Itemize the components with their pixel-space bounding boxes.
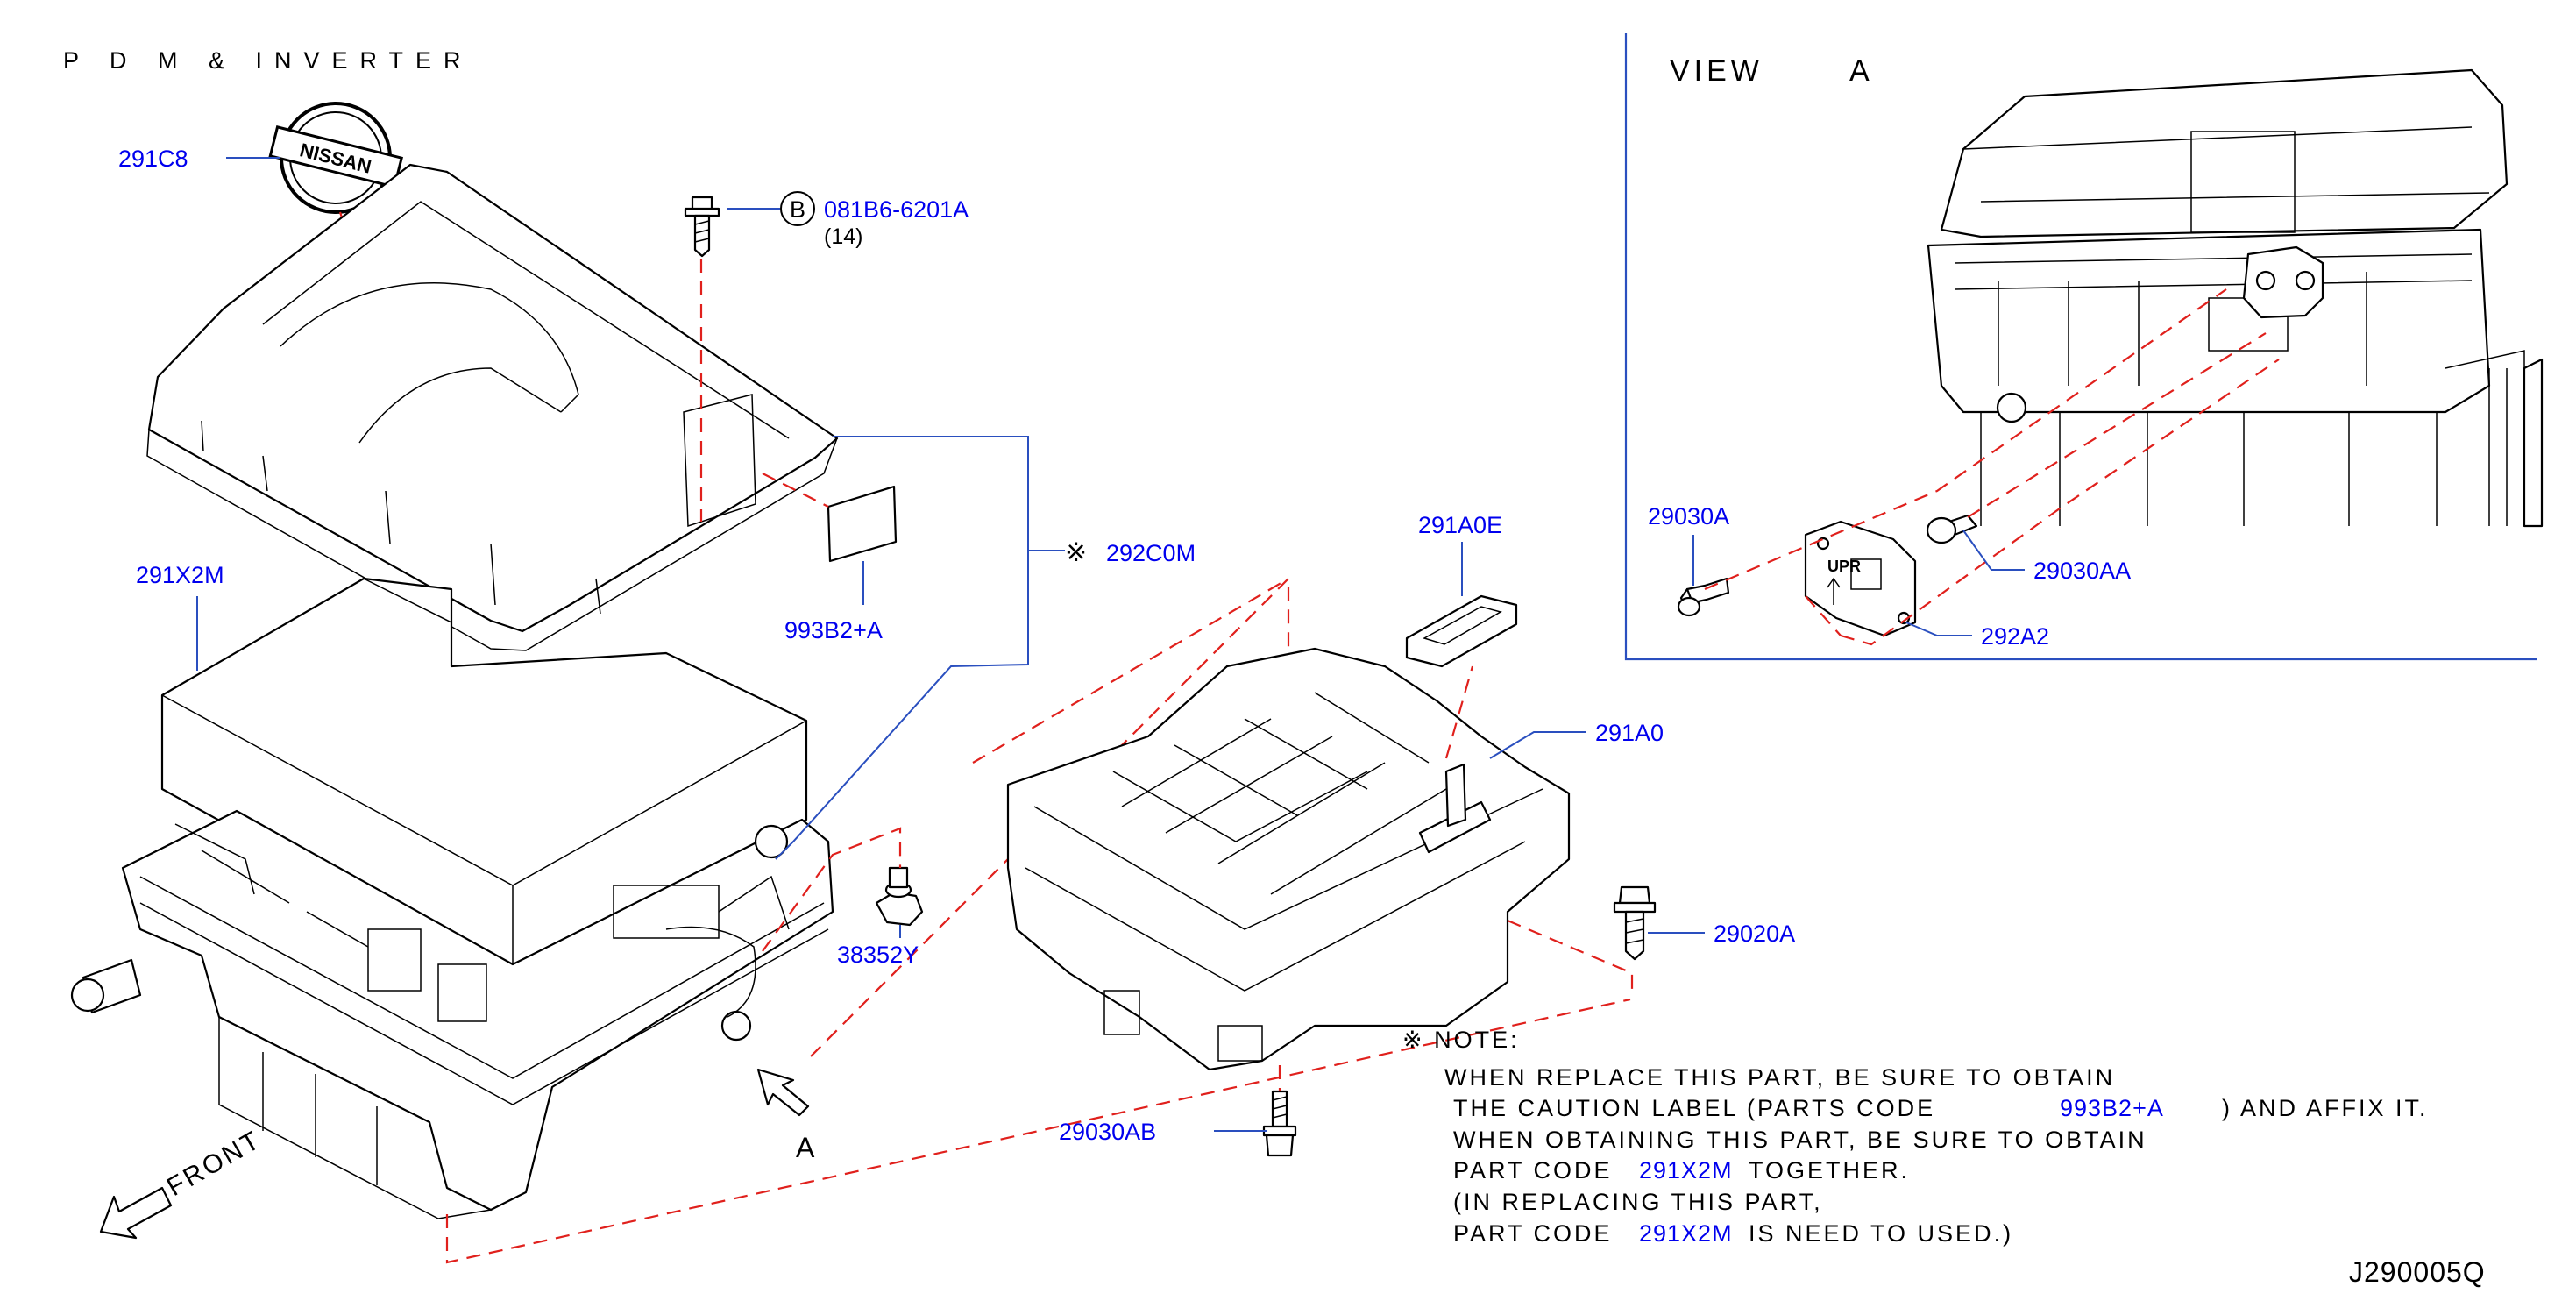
note-line-5: (IN REPLACING THIS PART, — [1453, 1189, 1823, 1215]
note-line-3: WHEN OBTAINING THIS PART, BE SURE TO OBT… — [1453, 1127, 2147, 1153]
note-mark-292C0M: ※ — [1065, 538, 1087, 567]
inverter-top-cover — [146, 163, 839, 651]
lower-case-guide-bottom — [445, 998, 1631, 1264]
note-line-4b: TOGETHER. — [1749, 1157, 1910, 1184]
view-a-guide-2 — [1840, 359, 2280, 646]
note-line-2a: THE CAUTION LABEL (PARTS CODE — [1453, 1095, 1935, 1121]
seal-guide-line — [1444, 665, 1474, 759]
cap-292A2: UPR — [1804, 520, 1917, 637]
view-a-letter: A — [1849, 54, 1870, 88]
part-code-38352Y[interactable]: 38352Y — [837, 942, 919, 968]
part-code-292C0M[interactable]: 292C0M — [1106, 540, 1196, 566]
part-code-29030AB[interactable]: 29030AB — [1059, 1119, 1156, 1145]
view-a-guide-4 — [1805, 595, 1842, 636]
note-code-291X2M-1[interactable]: 291X2M — [1639, 1157, 1733, 1184]
nut-guide-line — [762, 827, 902, 952]
bolt-quantity: (14) — [824, 224, 862, 249]
bolt-symbol-circle — [780, 191, 815, 226]
bolt-29020A — [1613, 885, 1657, 961]
bolt-29030AB — [1262, 1090, 1297, 1157]
view-a-guide-3 — [1967, 332, 2267, 518]
lower-case-291A0 — [1006, 647, 1571, 1071]
note-heading: ※ NOTE: — [1402, 1027, 1520, 1053]
bolt-29020A-guide — [1507, 919, 1634, 995]
nissan-emblem: NISSAN — [268, 102, 404, 214]
part-code-291A0E[interactable]: 291A0E — [1418, 512, 1502, 538]
bolt-081B6 — [684, 196, 720, 258]
front-arrow: FRONT — [99, 1125, 266, 1240]
note-line-6a: PART CODE — [1453, 1220, 1613, 1247]
note-code-993B2A[interactable]: 993B2+A — [2060, 1095, 2164, 1121]
part-code-291C8[interactable]: 291C8 — [118, 146, 188, 172]
bolt-29030AA — [1926, 514, 1978, 544]
part-code-081B6-6201A[interactable]: 081B6-6201A — [824, 196, 969, 223]
note-line-4a: PART CODE — [1453, 1157, 1613, 1184]
note-block: ※ NOTE: WHEN REPLACE THIS PART, BE SURE … — [1402, 1027, 2429, 1247]
note-line-6b: IS NEED TO USED.) — [1749, 1220, 2013, 1247]
inverter-assembly — [70, 809, 834, 1219]
label-guide-line — [762, 473, 829, 508]
part-code-29020A[interactable]: 29020A — [1714, 921, 1795, 947]
leader-292A2 — [1905, 622, 1972, 636]
seal-291A0E — [1405, 594, 1518, 668]
caution-label — [827, 485, 898, 563]
bolt-symbol: B — [790, 196, 805, 223]
leader-29030AA — [1962, 530, 2025, 571]
front-label: FRONT — [162, 1125, 266, 1202]
bolt-29030A — [1677, 577, 1730, 617]
lower-case-guide-left — [972, 578, 1289, 764]
part-code-993B2A[interactable]: 993B2+A — [784, 617, 883, 643]
note-code-291X2M-2[interactable]: 291X2M — [1639, 1220, 1733, 1247]
view-a-assembly — [1927, 68, 2544, 528]
leader-291A0 — [1489, 731, 1586, 759]
part-code-29030A[interactable]: 29030A — [1648, 503, 1729, 530]
view-a-label: VIEW — [1670, 54, 1763, 88]
arrow-a-label: A — [796, 1132, 815, 1163]
svg-text:UPR: UPR — [1827, 558, 1861, 575]
diagram-title: P D M & INVERTER — [63, 47, 473, 74]
view-a-frame: VIEW A — [1624, 33, 2537, 661]
part-code-291X2M[interactable]: 291X2M — [136, 562, 224, 588]
part-code-292A2[interactable]: 292A2 — [1981, 623, 2049, 650]
note-line-1: WHEN REPLACE THIS PART, BE SURE TO OBTAI… — [1444, 1064, 2115, 1091]
leader-292C0M — [775, 436, 1029, 860]
part-code-29030AA[interactable]: 29030AA — [2033, 558, 2131, 584]
view-a-arrow: A — [756, 1068, 815, 1163]
note-line-2b: ) AND AFFIX IT. — [2222, 1095, 2429, 1121]
nut-38352Y — [875, 866, 924, 927]
view-a-guide-1 — [1704, 288, 2227, 591]
diagram-id: J290005Q — [2349, 1256, 2486, 1288]
part-code-291A0[interactable]: 291A0 — [1595, 720, 1664, 746]
